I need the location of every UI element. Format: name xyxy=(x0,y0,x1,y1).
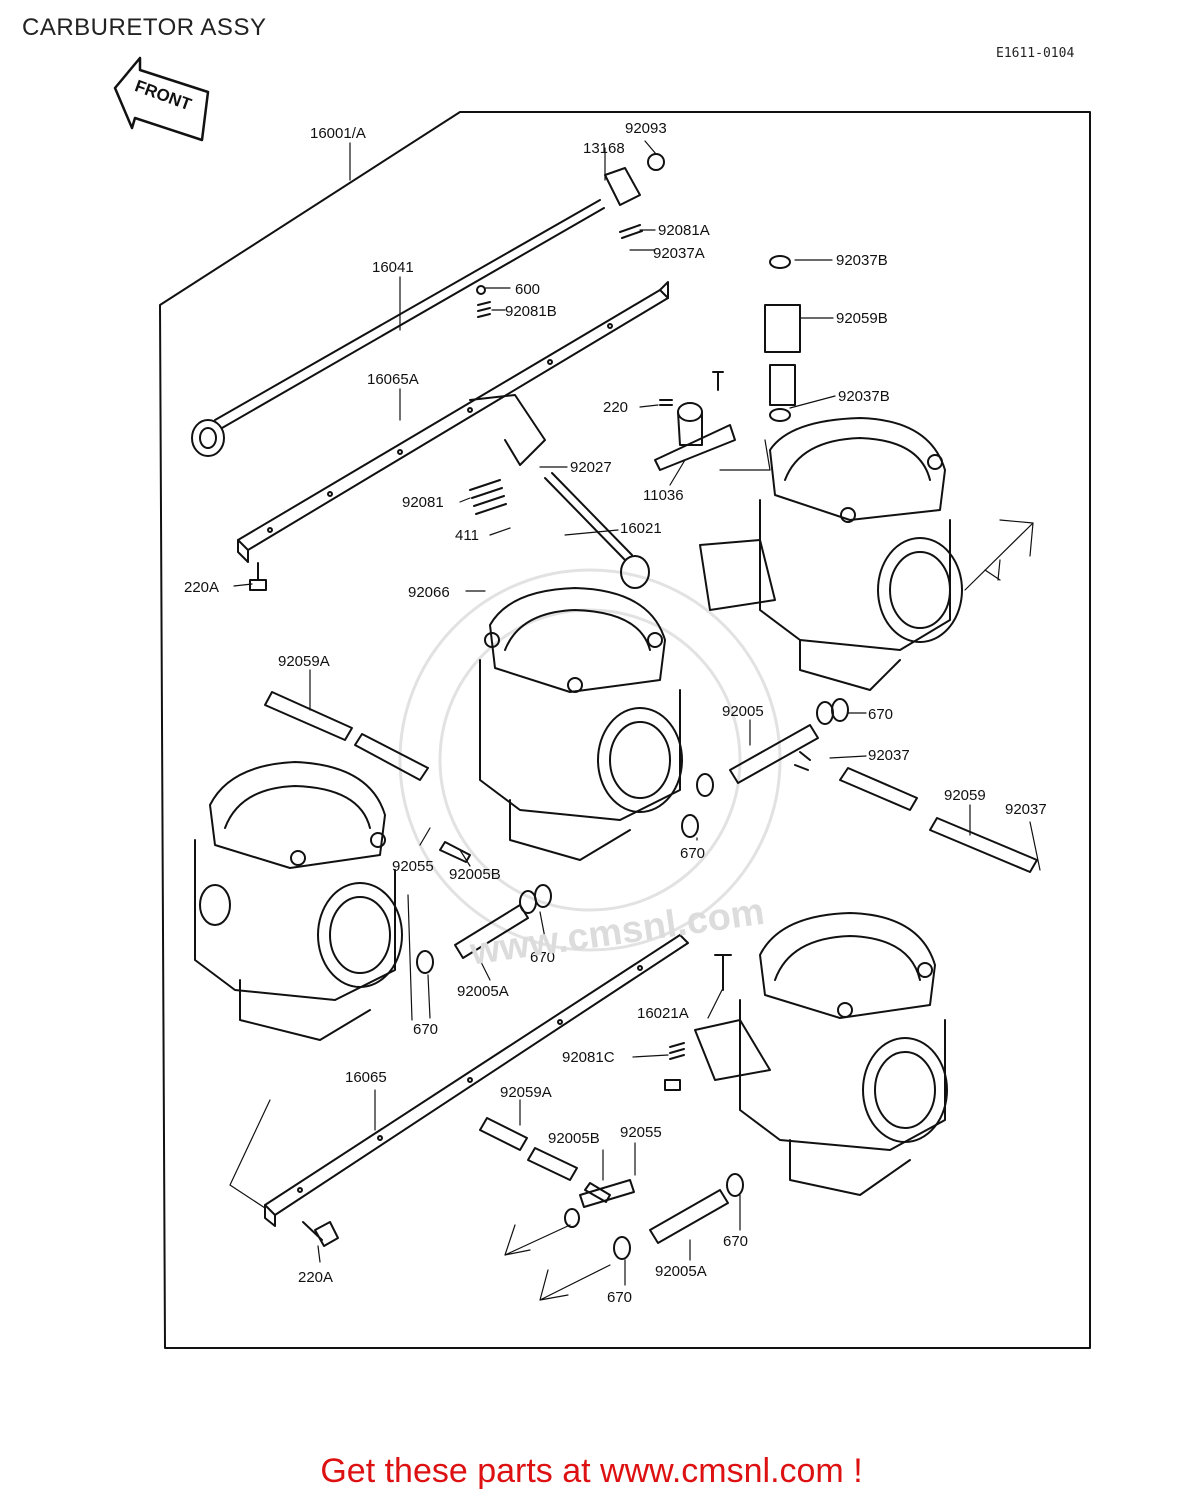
label-13168: 13168 xyxy=(583,140,625,157)
label-16041: 16041 xyxy=(372,259,414,276)
label-92081c: 92081C xyxy=(562,1049,615,1066)
carburetor-1 xyxy=(699,417,963,691)
label-600: 600 xyxy=(515,281,540,298)
balance-pipes xyxy=(454,724,819,1244)
label-92081a: 92081A xyxy=(658,222,710,239)
label-92005b-bot: 92005B xyxy=(548,1130,600,1147)
carburetor-4 xyxy=(694,912,948,1196)
lower-link-bar xyxy=(264,934,689,1227)
front-arrow-label: FRONT xyxy=(132,76,194,114)
label-92037-mid: 92037 xyxy=(868,747,910,764)
stop-bracket xyxy=(604,167,641,206)
watermark-logo xyxy=(398,568,782,952)
label-670-e: 670 xyxy=(723,1233,748,1250)
label-16021a: 16021A xyxy=(637,1005,689,1022)
label-92005a-left: 92005A xyxy=(457,983,509,1000)
front-arrow xyxy=(113,56,210,142)
cable-bracket xyxy=(544,402,736,589)
label-92005: 92005 xyxy=(722,703,764,720)
label-670-a: 670 xyxy=(868,706,893,723)
diagram-code: E1611-0104 xyxy=(996,46,1075,61)
label-92081: 92081 xyxy=(402,494,444,511)
label-92059: 92059 xyxy=(944,787,986,804)
promo-link[interactable]: Get these parts at www.cmsnl.com ! xyxy=(320,1452,863,1490)
label-92059a-top: 92059A xyxy=(278,653,330,670)
diagram-border xyxy=(159,111,1091,1349)
hoses xyxy=(264,304,1038,1181)
label-92037b-top: 92037B xyxy=(836,252,888,269)
label-92055-bot: 92055 xyxy=(620,1124,662,1141)
label-16001a: 16001/A xyxy=(310,125,366,142)
label-11036: 11036 xyxy=(643,487,684,504)
label-92037-right: 92037 xyxy=(1005,801,1047,818)
label-92037a: 92037A xyxy=(653,245,705,262)
label-92005b-left: 92005B xyxy=(449,866,501,883)
label-92059b: 92059B xyxy=(836,310,888,327)
fuel-fittings xyxy=(439,751,811,1203)
part-labels: 16001/A 92093 13168 92081A 92037A 16041 … xyxy=(132,76,1046,1306)
label-670-f: 670 xyxy=(607,1289,632,1306)
o-rings xyxy=(416,153,849,1260)
leader-lines xyxy=(229,140,1041,1301)
label-670-b: 670 xyxy=(680,845,705,862)
screws xyxy=(249,371,732,1247)
label-16021: 16021 xyxy=(620,520,662,537)
label-16065a: 16065A xyxy=(367,371,419,388)
label-92093: 92093 xyxy=(625,120,667,137)
label-92037b-mid: 92037B xyxy=(838,388,890,405)
label-92081b: 92081B xyxy=(505,303,557,320)
label-220a-top: 220A xyxy=(184,579,219,596)
label-92027: 92027 xyxy=(570,459,612,476)
label-670-c: 670 xyxy=(530,949,555,966)
label-220: 220 xyxy=(603,399,628,416)
carburetor-3 xyxy=(194,761,403,1041)
upper-link-bar xyxy=(237,281,669,563)
label-92059a-bot: 92059A xyxy=(500,1084,552,1101)
label-411: 411 xyxy=(455,527,479,544)
label-92055-left: 92055 xyxy=(392,858,434,875)
carburetor-2 xyxy=(479,587,683,861)
label-670-d: 670 xyxy=(413,1021,438,1038)
label-220a-bot: 220A xyxy=(298,1269,333,1286)
page-title: CARBURETOR ASSY xyxy=(22,14,267,41)
springs xyxy=(469,224,685,1060)
throttle-shaft xyxy=(191,199,605,457)
watermark-text: www.cmsnl.com xyxy=(467,891,767,974)
label-92066: 92066 xyxy=(408,584,450,601)
bar-bracket xyxy=(469,394,546,466)
label-92005a-bot: 92005A xyxy=(655,1263,707,1280)
label-16065: 16065 xyxy=(345,1069,387,1086)
